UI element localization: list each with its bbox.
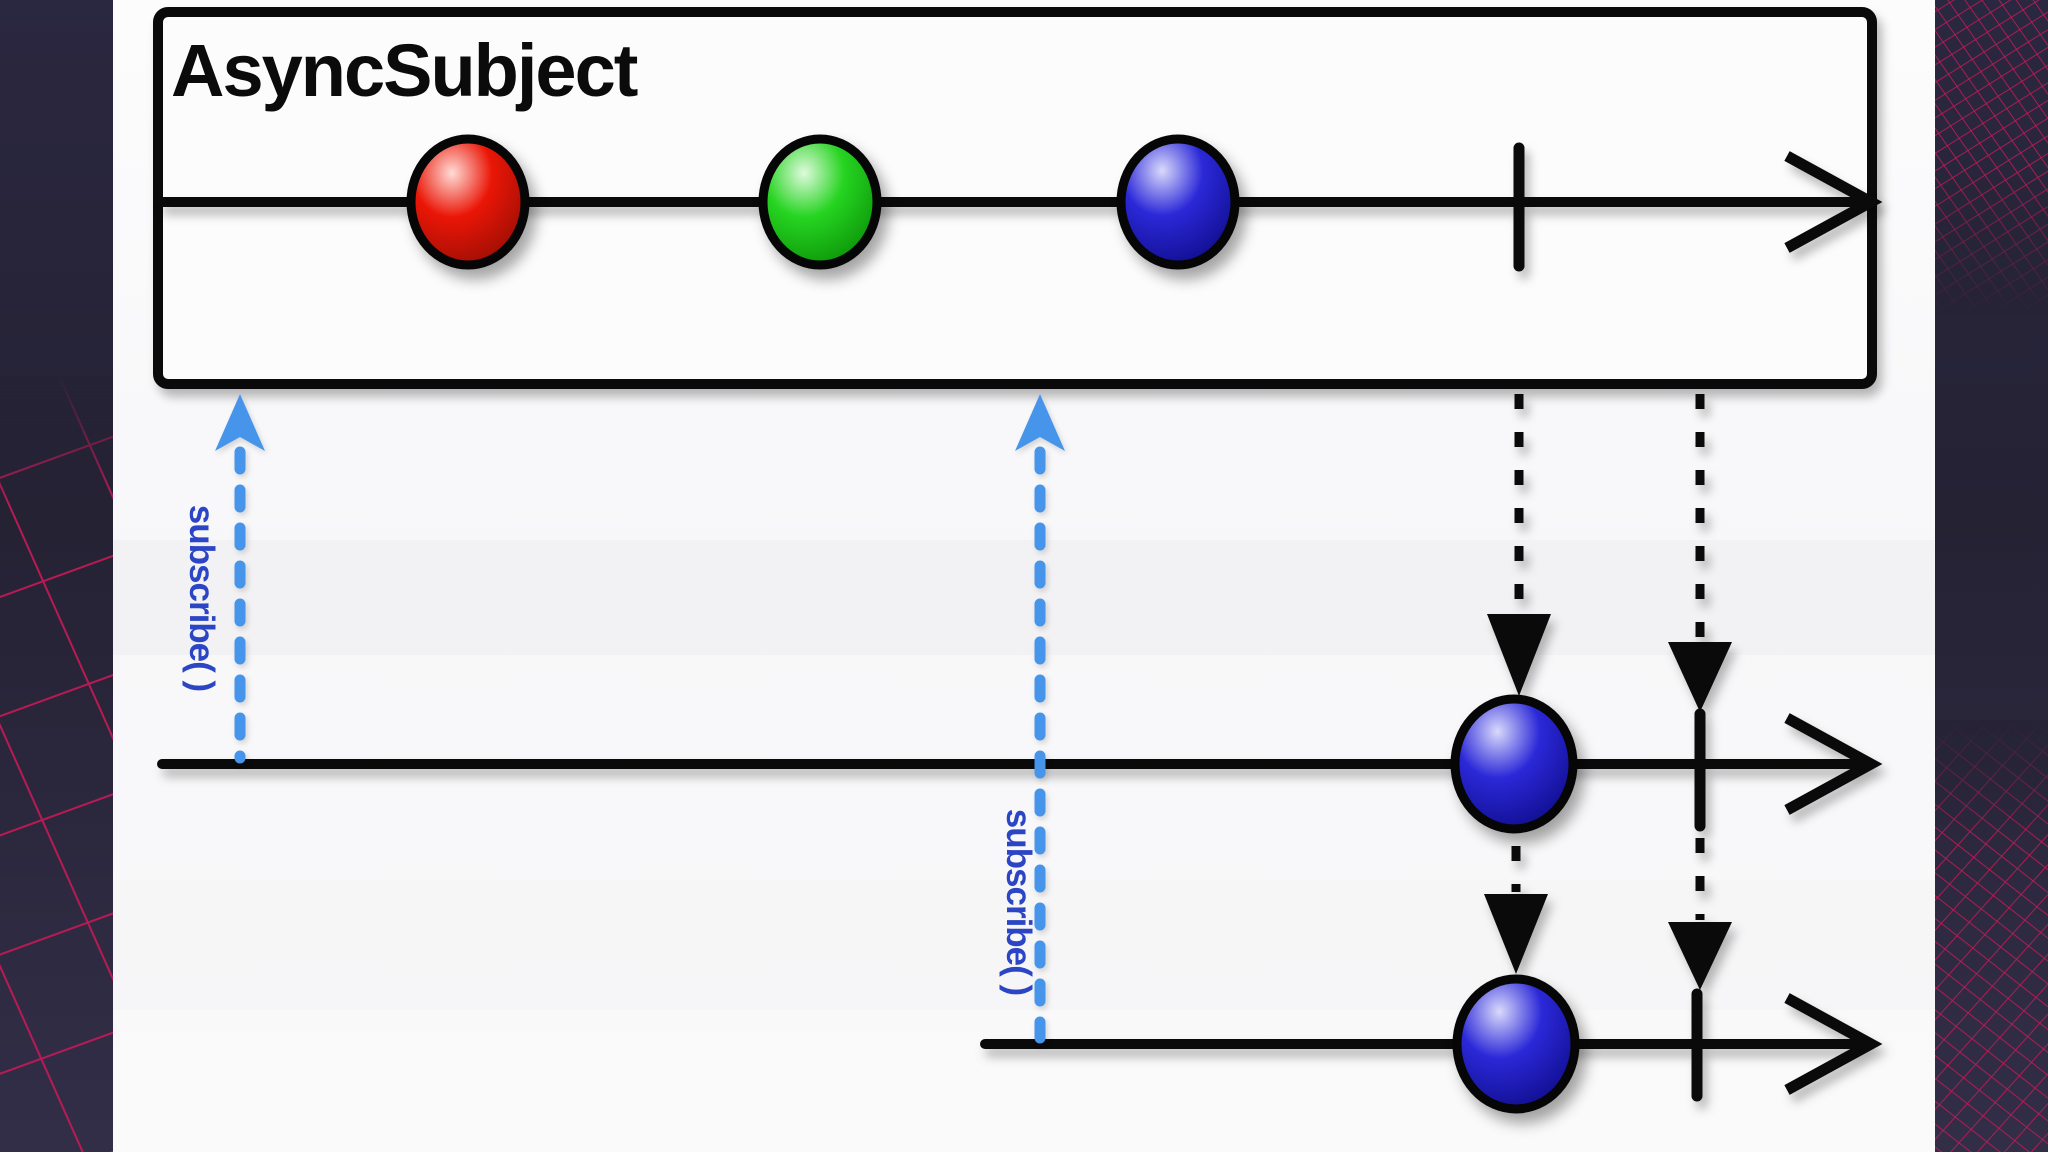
source-timeline-arrowhead-icon	[1784, 151, 1883, 253]
subscriber1-timeline-arrowhead-icon	[1784, 713, 1883, 815]
subscriber1-marble-blue	[1450, 694, 1578, 834]
diagram-title: AsyncSubject	[171, 29, 638, 112]
subscribe-label-2: subscribe( )	[999, 808, 1038, 996]
emission-arrowhead-icon	[1484, 894, 1548, 974]
subscriber2-marble-blue	[1452, 974, 1580, 1114]
subscribe-label-1: subscribe( )	[182, 504, 221, 692]
subscriber2-timeline-arrowhead-icon	[1784, 993, 1883, 1095]
subscribe-arrow-1-arrowhead-icon	[215, 394, 265, 451]
ink-layer	[157, 142, 1883, 1102]
source-marble-green	[758, 134, 882, 270]
marble-layer	[406, 134, 1580, 1114]
slide-band	[113, 540, 1935, 655]
left-backdrop-mesh	[0, 375, 113, 1152]
emission-arrowhead-icon	[1668, 642, 1732, 712]
subscribe-arrow-layer	[215, 394, 1065, 1044]
emission-arrowhead-icon	[1668, 922, 1732, 990]
subscribe-arrow-2-arrowhead-icon	[1015, 394, 1065, 451]
source-marble-blue	[1116, 134, 1240, 270]
source-marble-red	[406, 134, 530, 270]
right-backdrop-mesh	[1935, 0, 2048, 1152]
mesh-fade	[1935, 170, 2048, 315]
emission-arrowhead-icon	[1487, 614, 1551, 696]
mesh-fade	[1935, 720, 2048, 840]
mesh-fade	[0, 375, 113, 505]
